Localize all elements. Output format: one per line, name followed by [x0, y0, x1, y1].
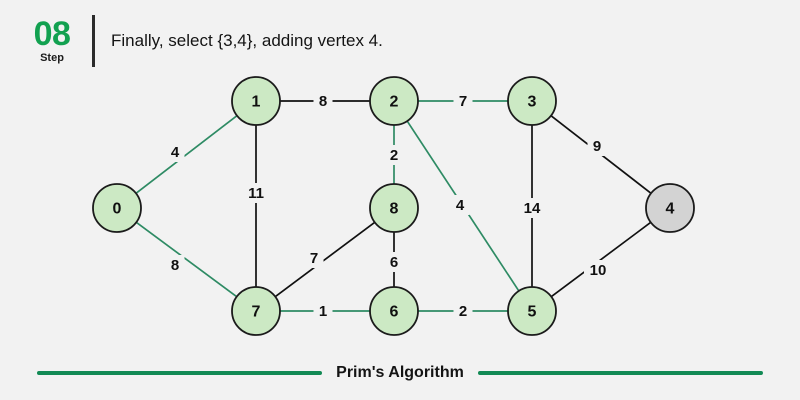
node-circle-8[interactable] — [369, 183, 419, 233]
edge-weight-7-8: 7 — [310, 250, 318, 267]
footer-rule-left — [37, 371, 323, 375]
node-circle-0[interactable] — [92, 183, 142, 233]
header-divider — [92, 15, 95, 67]
graph-node-0[interactable]: 0 — [92, 183, 142, 233]
node-circle-1[interactable] — [231, 76, 281, 126]
edge-weight-4-5: 10 — [590, 262, 607, 279]
step-number: 08 — [33, 15, 71, 54]
footer: Prim's Algorithm — [0, 364, 800, 382]
edge-weight-5-6: 2 — [459, 303, 467, 320]
edge-weight-halo — [165, 142, 185, 162]
node-label-2: 2 — [390, 94, 399, 111]
graph-node-5[interactable]: 5 — [507, 286, 557, 336]
graph-node-8[interactable]: 8 — [369, 183, 419, 233]
step-header: 08 Step Finally, select {3,4}, adding ve… — [24, 12, 383, 70]
edge-weight-2-8: 2 — [390, 147, 398, 164]
node-circle-2[interactable] — [369, 76, 419, 126]
edge-weight-2-3: 7 — [459, 93, 467, 110]
edge-weight-6-8: 6 — [390, 254, 398, 271]
footer-title: Prim's Algorithm — [336, 364, 464, 381]
graph-node-1[interactable]: 1 — [231, 76, 281, 126]
node-label-1: 1 — [252, 94, 261, 111]
edge-weight-3-5: 14 — [524, 200, 541, 217]
edge-weight-halo — [453, 91, 473, 111]
node-label-8: 8 — [390, 201, 399, 218]
edge-weight-halo — [450, 195, 470, 215]
edge-weight-halo — [384, 145, 404, 165]
graph-edge-0-7 — [135, 221, 238, 298]
edge-weight-halo — [453, 301, 473, 321]
edge-weight-halo — [518, 198, 546, 218]
graph-edge-7-8 — [274, 221, 376, 298]
edge-weight-0-1: 4 — [171, 144, 180, 161]
node-circle-6[interactable] — [369, 286, 419, 336]
step-badge: 08 Step — [24, 15, 80, 64]
edge-weight-halo — [313, 301, 333, 321]
edge-weight-6-7: 1 — [319, 303, 327, 320]
node-label-6: 6 — [390, 304, 399, 321]
edge-weight-halo — [584, 260, 612, 280]
edge-weight-1-7: 11 — [248, 185, 264, 202]
graph-node-6[interactable]: 6 — [369, 286, 419, 336]
nodes-layer: 0 1 2 3 4 5 6 7 8 — [92, 76, 695, 336]
node-label-7: 7 — [252, 304, 261, 321]
node-label-5: 5 — [528, 304, 537, 321]
edge-weight-0-7: 8 — [171, 257, 179, 274]
node-circle-7[interactable] — [231, 286, 281, 336]
graph-node-7[interactable]: 7 — [231, 286, 281, 336]
edge-weight-halo — [242, 183, 270, 203]
graph-node-4[interactable]: 4 — [645, 183, 695, 233]
graph-node-3[interactable]: 3 — [507, 76, 557, 126]
edge-weight-halo — [587, 136, 607, 156]
edge-weight-3-4: 9 — [593, 138, 601, 155]
graph-node-2[interactable]: 2 — [369, 76, 419, 126]
edge-weight-1-2: 8 — [319, 93, 327, 110]
step-caption: Step — [40, 51, 64, 64]
graph-edge-0-1 — [135, 114, 238, 195]
graph-edge-4-5 — [550, 221, 652, 298]
node-circle-5[interactable] — [507, 286, 557, 336]
edge-weight-halo — [384, 252, 404, 272]
edge-weight-halo — [313, 91, 333, 111]
step-description: Finally, select {3,4}, adding vertex 4. — [111, 31, 383, 50]
node-label-3: 3 — [528, 94, 537, 111]
edge-weight-halo — [165, 255, 185, 275]
footer-rule-right — [477, 371, 763, 375]
edge-weight-halo — [304, 248, 324, 268]
node-label-4: 4 — [666, 201, 675, 218]
node-circle-4[interactable] — [645, 183, 695, 233]
edge-weight-2-5: 4 — [456, 197, 465, 214]
edge-labels-layer: 4 8 8 11 7 2 4 9 14 10 2 1 6 7 — [165, 91, 612, 321]
node-circle-3[interactable] — [507, 76, 557, 126]
node-label-0: 0 — [113, 201, 122, 218]
